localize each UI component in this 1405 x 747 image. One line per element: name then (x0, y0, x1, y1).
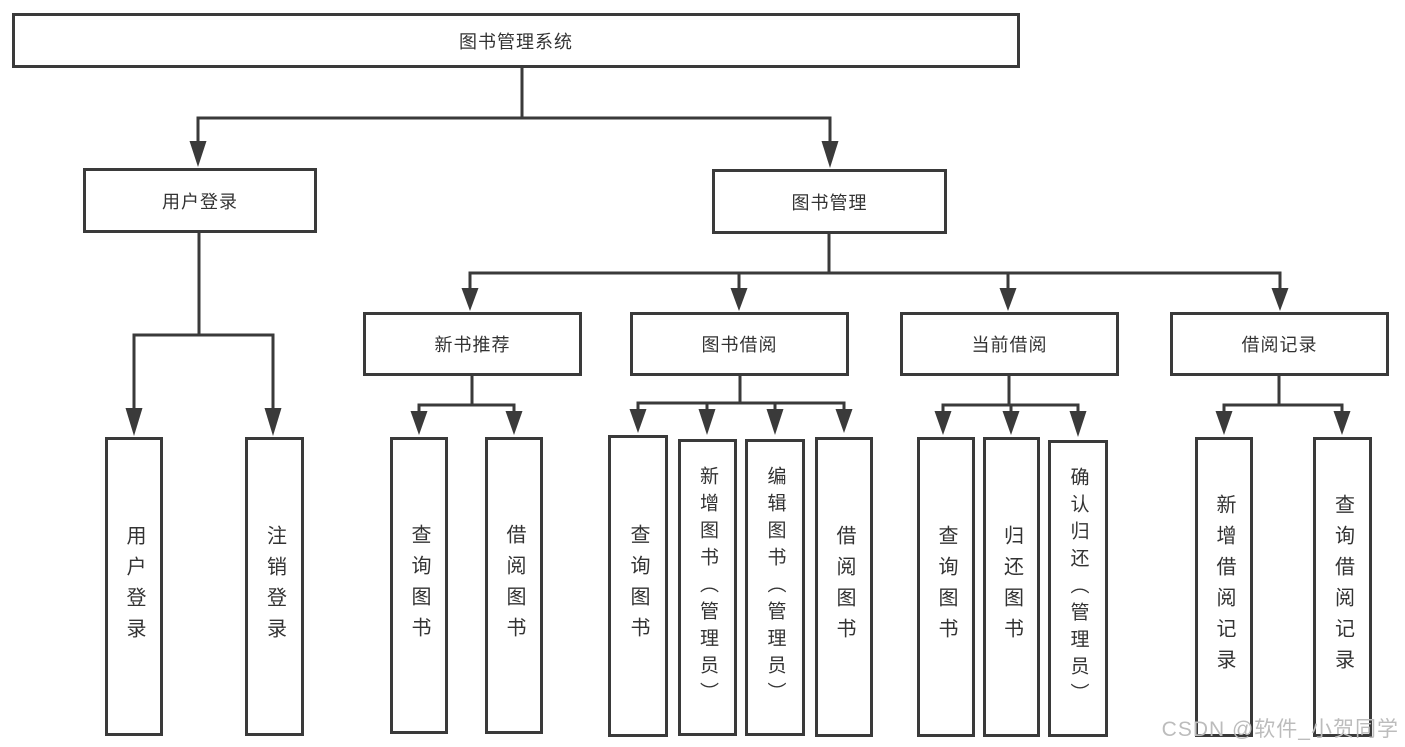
edge-root-to-level1 (189, 68, 839, 168)
node-cb-query-books: 查询图书 (917, 437, 975, 737)
node-logout: 注销登录 (245, 437, 304, 736)
edge-current-borrow-to-children (934, 376, 1087, 437)
node-br-add-record: 新增借阅记录 (1195, 437, 1253, 737)
edge-new-book-rec-to-children (410, 376, 523, 435)
node-user-login-leaf: 用户登录 (105, 437, 163, 736)
node-bb-edit-books: 编辑图书（管理员） (745, 439, 805, 736)
node-book-management: 图书管理 (712, 169, 947, 234)
node-bb-query-books: 查询图书 (608, 435, 668, 737)
node-root: 图书管理系统 (12, 13, 1020, 68)
edge-borrow-records-to-children (1215, 376, 1351, 435)
node-cb-return-books: 归还图书 (983, 437, 1040, 737)
edge-user-login-to-leaves (125, 233, 282, 436)
node-borrowing-records: 借阅记录 (1170, 312, 1389, 376)
node-br-query-record: 查询借阅记录 (1313, 437, 1372, 737)
node-rec-query-books: 查询图书 (390, 437, 448, 734)
node-new-book-recommendation: 新书推荐 (363, 312, 582, 376)
node-cb-confirm-return: 确认归还（管理员） (1048, 440, 1108, 737)
node-bb-add-books: 新增图书（管理员） (678, 439, 737, 736)
node-user-login: 用户登录 (83, 168, 317, 233)
csdn-watermark: CSDN @软件_小贺同学 (1161, 718, 1399, 741)
edge-book-mgmt-to-level2 (461, 234, 1289, 311)
node-book-borrowing: 图书借阅 (630, 312, 849, 376)
edge-book-borrow-to-children (629, 376, 853, 435)
node-rec-borrow-books: 借阅图书 (485, 437, 543, 734)
node-current-borrowing: 当前借阅 (900, 312, 1119, 376)
node-bb-borrow-books: 借阅图书 (815, 437, 873, 737)
